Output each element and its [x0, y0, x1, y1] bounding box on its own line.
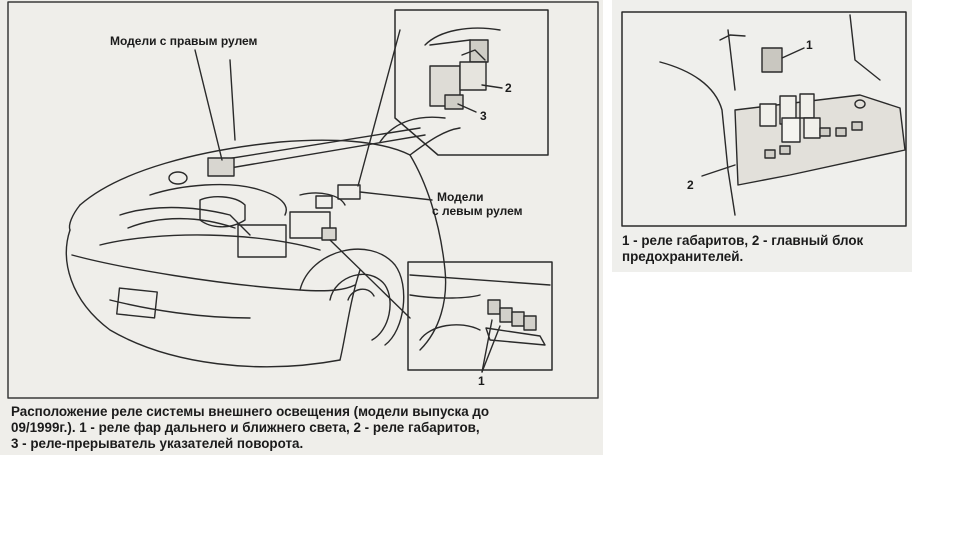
right-figure-caption: 1 - реле габаритов, 2 - главный блок пре… — [622, 233, 863, 265]
caption-line: 09/1999г.). 1 - реле фар дальнего и ближ… — [11, 420, 480, 435]
top-inset-relay-detail — [394, 9, 549, 156]
left-figure-caption: Расположение реле системы внешнего освещ… — [11, 404, 489, 452]
callout-number-1-right: 1 — [806, 38, 813, 52]
callout-number-1: 1 — [478, 374, 485, 388]
caption-line: 3 - реле-прерыватель указателей поворота… — [11, 436, 304, 451]
label-left-hand-drive-line1: Модели — [437, 190, 484, 204]
leader-bottom-inset — [329, 239, 411, 319]
right-figure-frame — [621, 11, 907, 227]
caption-line: 1 - реле габаритов, 2 - главный блок — [622, 233, 864, 248]
callout-number-2-right: 2 — [687, 178, 694, 192]
engine-components — [119, 157, 361, 258]
bottom-inset-fuse-detail — [407, 261, 553, 373]
leader-right-hand — [194, 49, 223, 161]
callout-number-2: 2 — [505, 81, 512, 95]
left-figure-scan — [0, 0, 603, 455]
car-outline — [65, 59, 461, 368]
caption-line: предохранителей. — [622, 249, 744, 264]
label-left-hand-drive-line2: с левым рулем — [432, 204, 523, 218]
leader-left-hand — [359, 191, 433, 201]
caption-line: Расположение реле системы внешнего освещ… — [11, 404, 490, 419]
label-right-hand-drive: Модели с правым рулем — [110, 34, 258, 48]
fuse-box-drawing — [621, 11, 907, 227]
marker-lamp-relay — [761, 47, 783, 73]
relay-right-hand — [207, 157, 235, 177]
left-figure-frame — [7, 1, 599, 399]
callout-number-3: 3 — [480, 109, 487, 123]
